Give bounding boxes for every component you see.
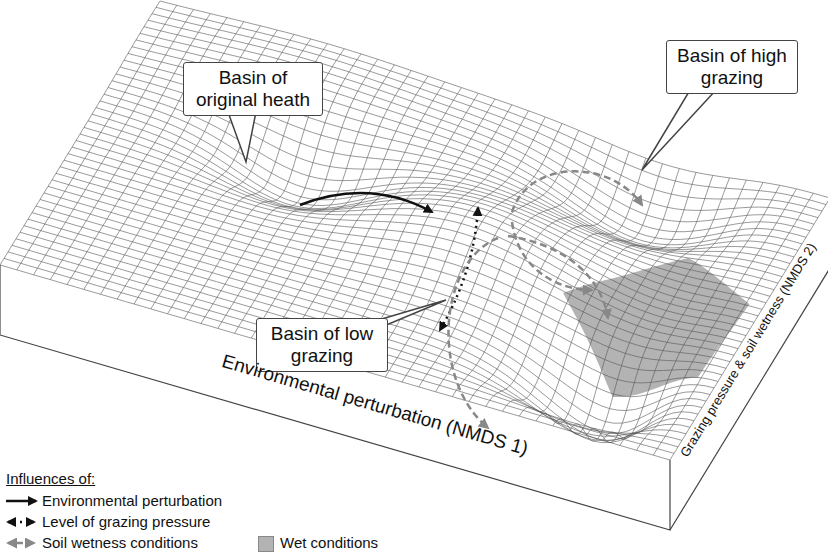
callout-pointer xyxy=(642,90,716,170)
mesh-lines xyxy=(0,1,828,460)
legend-text: Soil wetness conditions xyxy=(42,534,198,551)
wetness-arrows xyxy=(448,171,642,428)
grazing-arrow xyxy=(440,208,478,330)
callout-text: Basin of original heath xyxy=(192,67,314,111)
callout-box: Basin of low grazing xyxy=(256,318,388,372)
legend-text: Wet conditions xyxy=(280,534,378,551)
callout-box: Basin of high grazing xyxy=(666,40,798,94)
callout-box: Basin of original heath xyxy=(183,62,323,116)
legend-samples xyxy=(6,501,36,543)
legend-heading: Influences of: xyxy=(6,470,95,487)
callout-pointer xyxy=(228,112,256,162)
callout-text: Basin of high grazing xyxy=(675,45,789,89)
legend-swatch xyxy=(258,536,274,552)
perturbation-arrow xyxy=(300,193,432,212)
callout-pointers xyxy=(228,90,716,326)
legend-text: Environmental perturbation xyxy=(42,492,222,509)
callout-text: Basin of low grazing xyxy=(265,323,379,367)
legend-text: Level of grazing pressure xyxy=(42,513,210,530)
